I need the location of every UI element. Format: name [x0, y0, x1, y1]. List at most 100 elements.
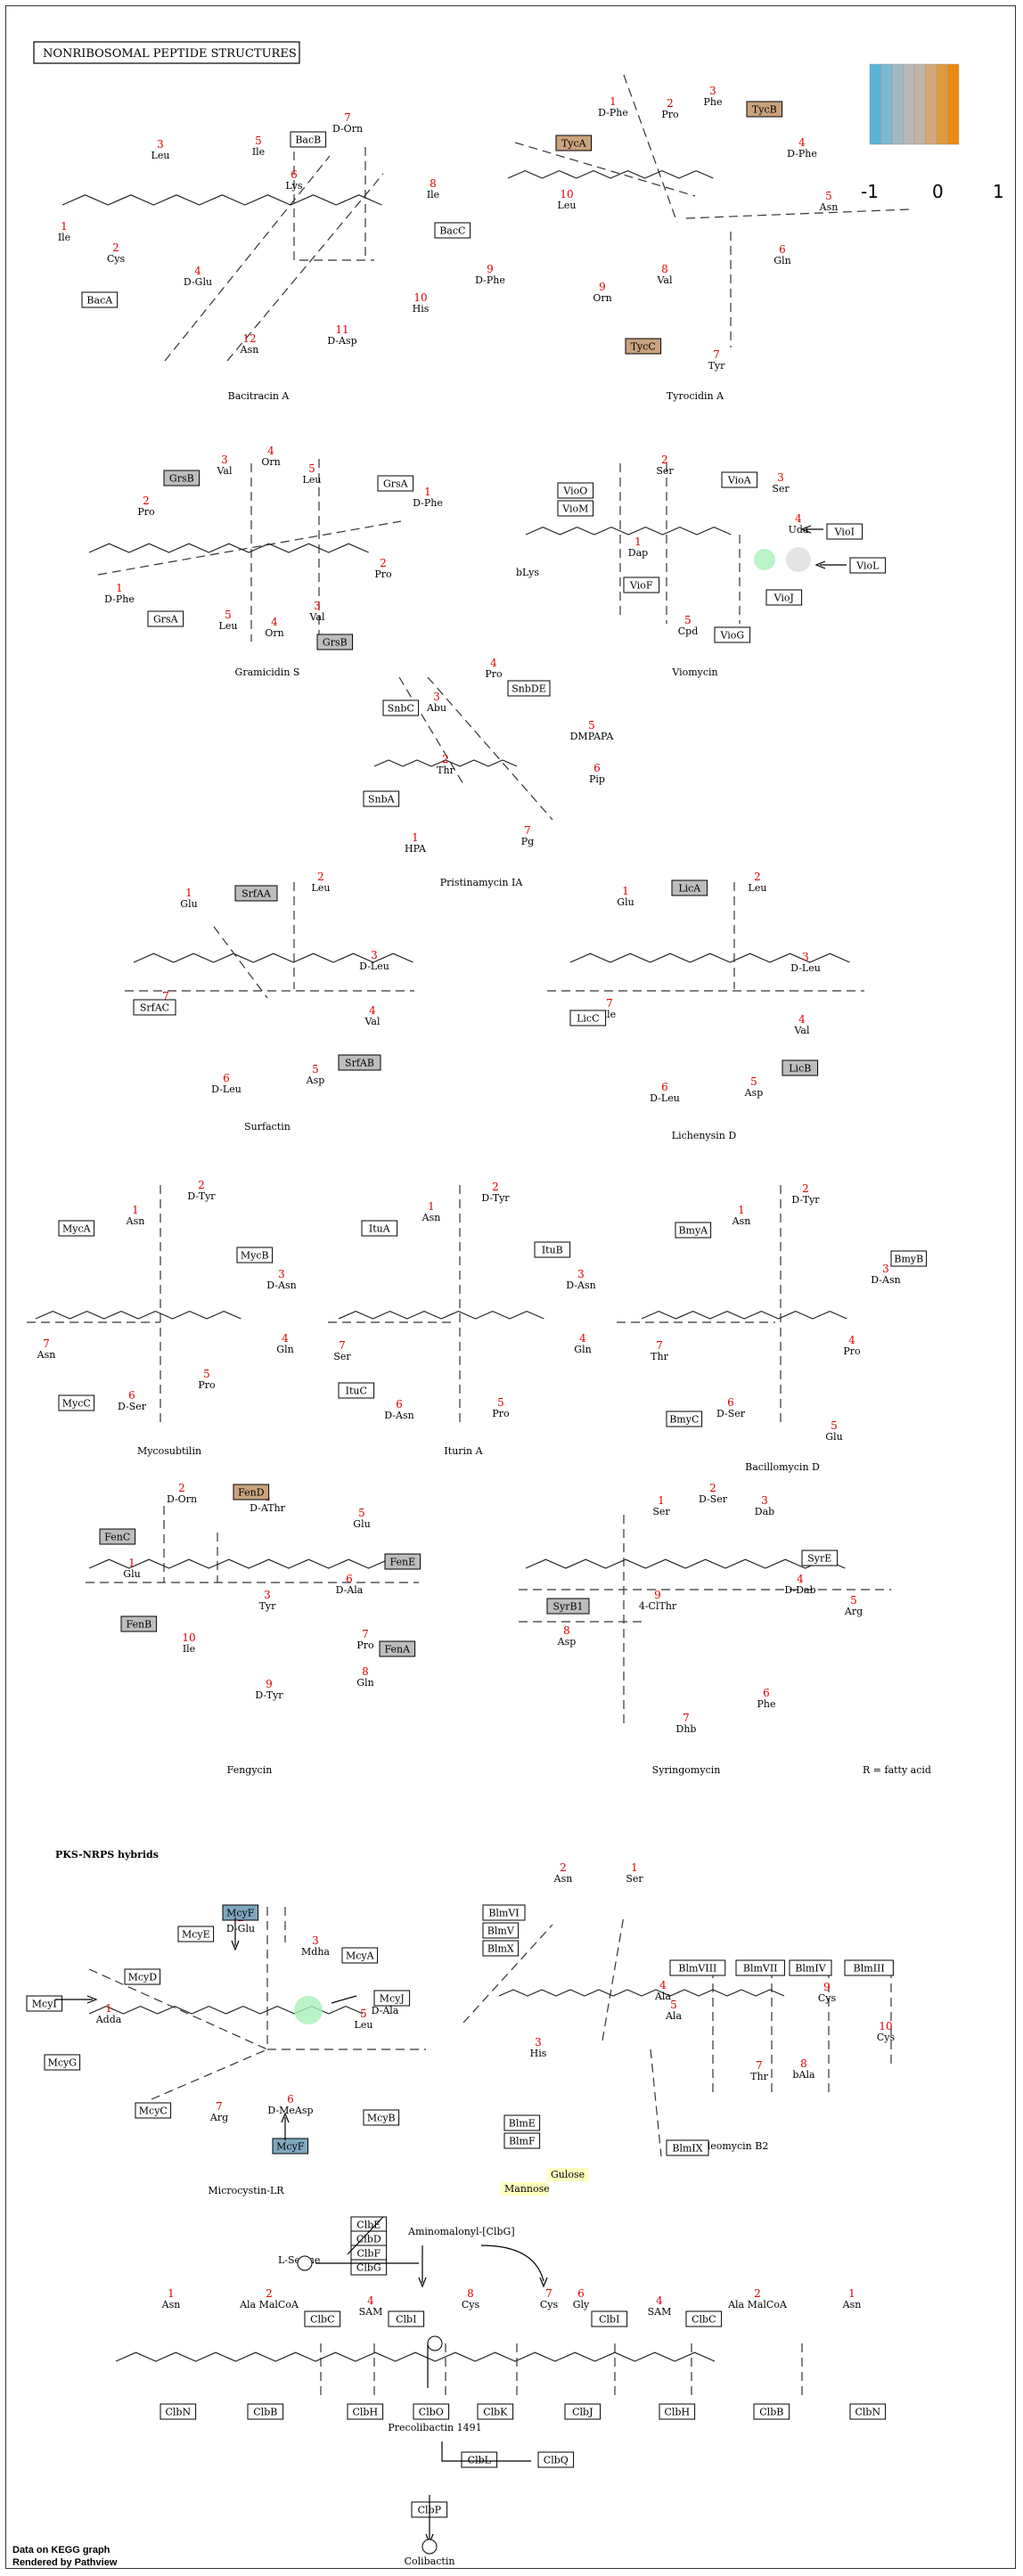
gene-box-viof[interactable]: VioF [623, 577, 660, 593]
gene-box-mcyf[interactable]: McyF [272, 2138, 309, 2155]
gene-box-blmx[interactable]: BlmX [482, 1940, 520, 1957]
legend-swatch [936, 63, 948, 145]
residue-label: bLys [516, 567, 539, 578]
gene-box-clbe[interactable]: ClbE [350, 2216, 388, 2233]
gene-box-blmiii[interactable]: BlmIII [844, 1959, 894, 1976]
gene-box-blmvi[interactable]: BlmVI [482, 1904, 526, 1921]
svg-text:McyG: McyG [48, 2057, 77, 2069]
gene-box-clbi[interactable]: ClbI [591, 2310, 628, 2327]
gene-box-bacc[interactable]: BacC [434, 222, 471, 239]
gene-box-mcyc[interactable]: McyC [135, 2102, 172, 2119]
gene-box-myca[interactable]: MycA [58, 1220, 95, 1237]
gene-box-mcyj[interactable]: McyJ [373, 1990, 411, 2007]
gene-box-srfab[interactable]: SrfAB [338, 1054, 381, 1071]
gene-box-clbc[interactable]: ClbC [304, 2310, 341, 2327]
gene-box-bmya[interactable]: BmyA [675, 1222, 712, 1239]
gene-box-clbh[interactable]: ClbH [347, 2403, 384, 2420]
gene-box-blmf[interactable]: BlmF [503, 2132, 541, 2149]
gene-box-mcya[interactable]: McyA [341, 1947, 379, 1964]
gene-box-itub[interactable]: ItuB [534, 1241, 571, 1258]
gene-box-bmyb[interactable]: BmyB [890, 1250, 928, 1267]
gene-box-vioi[interactable]: VioI [826, 523, 863, 540]
gene-box-clbf[interactable]: ClbF [350, 2245, 388, 2261]
residue-number: 6 [223, 1072, 230, 1084]
gene-box-mcye[interactable]: McyE [177, 1926, 215, 1942]
gene-box-tycc[interactable]: TycC [625, 338, 662, 355]
compound-name: Viomycin [671, 666, 717, 678]
gene-box-tyca[interactable]: TycA [555, 135, 593, 151]
gene-box-clbi[interactable]: ClbI [388, 2310, 425, 2327]
gene-box-blmiv[interactable]: BlmIV [789, 1959, 832, 1976]
gene-box-tycb[interactable]: TycB [746, 101, 783, 118]
gene-box-blmviii[interactable]: BlmVIII [669, 1959, 726, 1976]
gene-box-baca[interactable]: BacA [81, 291, 119, 308]
gene-box-vioj[interactable]: VioJ [765, 589, 803, 606]
gene-box-clbb[interactable]: ClbB [247, 2403, 284, 2420]
gene-box-clbg[interactable]: ClbG [350, 2259, 388, 2276]
residue-number: 5 [588, 719, 595, 732]
section-hybrids: PKS-NRPS hybrids [55, 1849, 159, 1860]
gene-box-mcyf[interactable]: McyF [222, 1904, 259, 1921]
gene-box-fenc[interactable]: FenC [99, 1528, 136, 1545]
gene-box-blmvii[interactable]: BlmVII [735, 1959, 785, 1976]
gene-box-vioa[interactable]: VioA [721, 471, 758, 488]
gene-box-clbd[interactable]: ClbD [350, 2230, 388, 2247]
gene-box-clbo[interactable]: ClbO [413, 2403, 450, 2420]
gene-box-mycc[interactable]: MycC [58, 1394, 95, 1411]
gene-box-fenb[interactable]: FenB [120, 1615, 158, 1632]
residue-label: Glu [617, 896, 634, 908]
gene-box-blmv[interactable]: BlmV [482, 1922, 520, 1939]
gene-box-snbde[interactable]: SnbDE [507, 680, 551, 697]
gene-box-vioo[interactable]: VioO [557, 482, 594, 499]
gene-box-blme[interactable]: BlmE [503, 2114, 541, 2131]
svg-text:GrsA: GrsA [153, 614, 179, 626]
gene-box-mcyb[interactable]: McyB [363, 2109, 400, 2126]
gene-box-clbb[interactable]: ClbB [753, 2403, 790, 2420]
gene-box-syrb1[interactable]: SyrB1 [546, 1598, 590, 1615]
gene-box-grsa[interactable]: GrsA [377, 475, 414, 492]
gene-box-syre[interactable]: SyrE [801, 1550, 839, 1566]
gene-box-clbn[interactable]: ClbN [160, 2403, 197, 2420]
gene-box-clbc[interactable]: ClbC [685, 2310, 723, 2327]
gene-box-mycb[interactable]: MycB [236, 1247, 274, 1263]
gene-box-viom[interactable]: VioM [557, 500, 594, 517]
gene-box-grsb[interactable]: GrsB [316, 634, 354, 650]
gene-box-bacb[interactable]: BacB [290, 131, 327, 148]
gene-box-snbc[interactable]: SnbC [382, 699, 420, 716]
residue-number: 7 [162, 990, 169, 1002]
gene-box-clbn[interactable]: ClbN [849, 2403, 887, 2420]
gene-box-grsa[interactable]: GrsA [147, 610, 184, 627]
footer-source: Data on KEGG graph [12, 2545, 110, 2556]
gene-box-blmix[interactable]: BlmIX [666, 2139, 709, 2156]
gene-box-grsb[interactable]: GrsB [163, 470, 201, 487]
svg-text:McyD: McyD [128, 1972, 158, 1983]
gene-box-clbq[interactable]: ClbQ [537, 2451, 575, 2468]
gene-box-clbk[interactable]: ClbK [477, 2403, 514, 2420]
gene-box-clbl[interactable]: ClbL [461, 2451, 498, 2468]
svg-text:BacC: BacC [439, 225, 465, 237]
gene-box-itua[interactable]: ItuA [361, 1220, 398, 1237]
gene-box-srfac[interactable]: SrfAC [133, 999, 176, 1016]
gene-box-licc[interactable]: LicC [569, 1010, 607, 1026]
gene-box-clbj[interactable]: ClbJ [564, 2403, 602, 2420]
gene-box-viog[interactable]: VioG [714, 626, 751, 643]
residue-number: 10 [879, 2020, 892, 2032]
residue-label: Leu [355, 2019, 373, 2031]
residue-label: DMPAPA [570, 731, 615, 742]
gene-box-clbh[interactable]: ClbH [659, 2403, 696, 2420]
gene-box-srfaa[interactable]: SrfAA [234, 885, 278, 902]
gene-box-licb[interactable]: LicB [782, 1059, 819, 1076]
gene-box-mcyi[interactable]: McyI [26, 1995, 63, 2012]
gene-box-fend[interactable]: FenD [233, 1484, 270, 1501]
residue-label: Cys [540, 2299, 559, 2310]
gene-box-mcyg[interactable]: McyG [44, 2054, 81, 2071]
gene-box-fena[interactable]: FenA [379, 1640, 416, 1657]
gene-box-mcyd[interactable]: McyD [124, 1968, 161, 1985]
residue-label: Ser [652, 1506, 670, 1517]
gene-box-snba[interactable]: SnbA [363, 790, 400, 807]
gene-box-viol[interactable]: VioL [849, 557, 887, 574]
gene-box-bmyc[interactable]: BmyC [666, 1411, 703, 1427]
gene-box-lica[interactable]: LicA [671, 879, 708, 896]
gene-box-fene[interactable]: FenE [384, 1553, 421, 1570]
gene-box-ituc[interactable]: ItuC [338, 1382, 375, 1399]
